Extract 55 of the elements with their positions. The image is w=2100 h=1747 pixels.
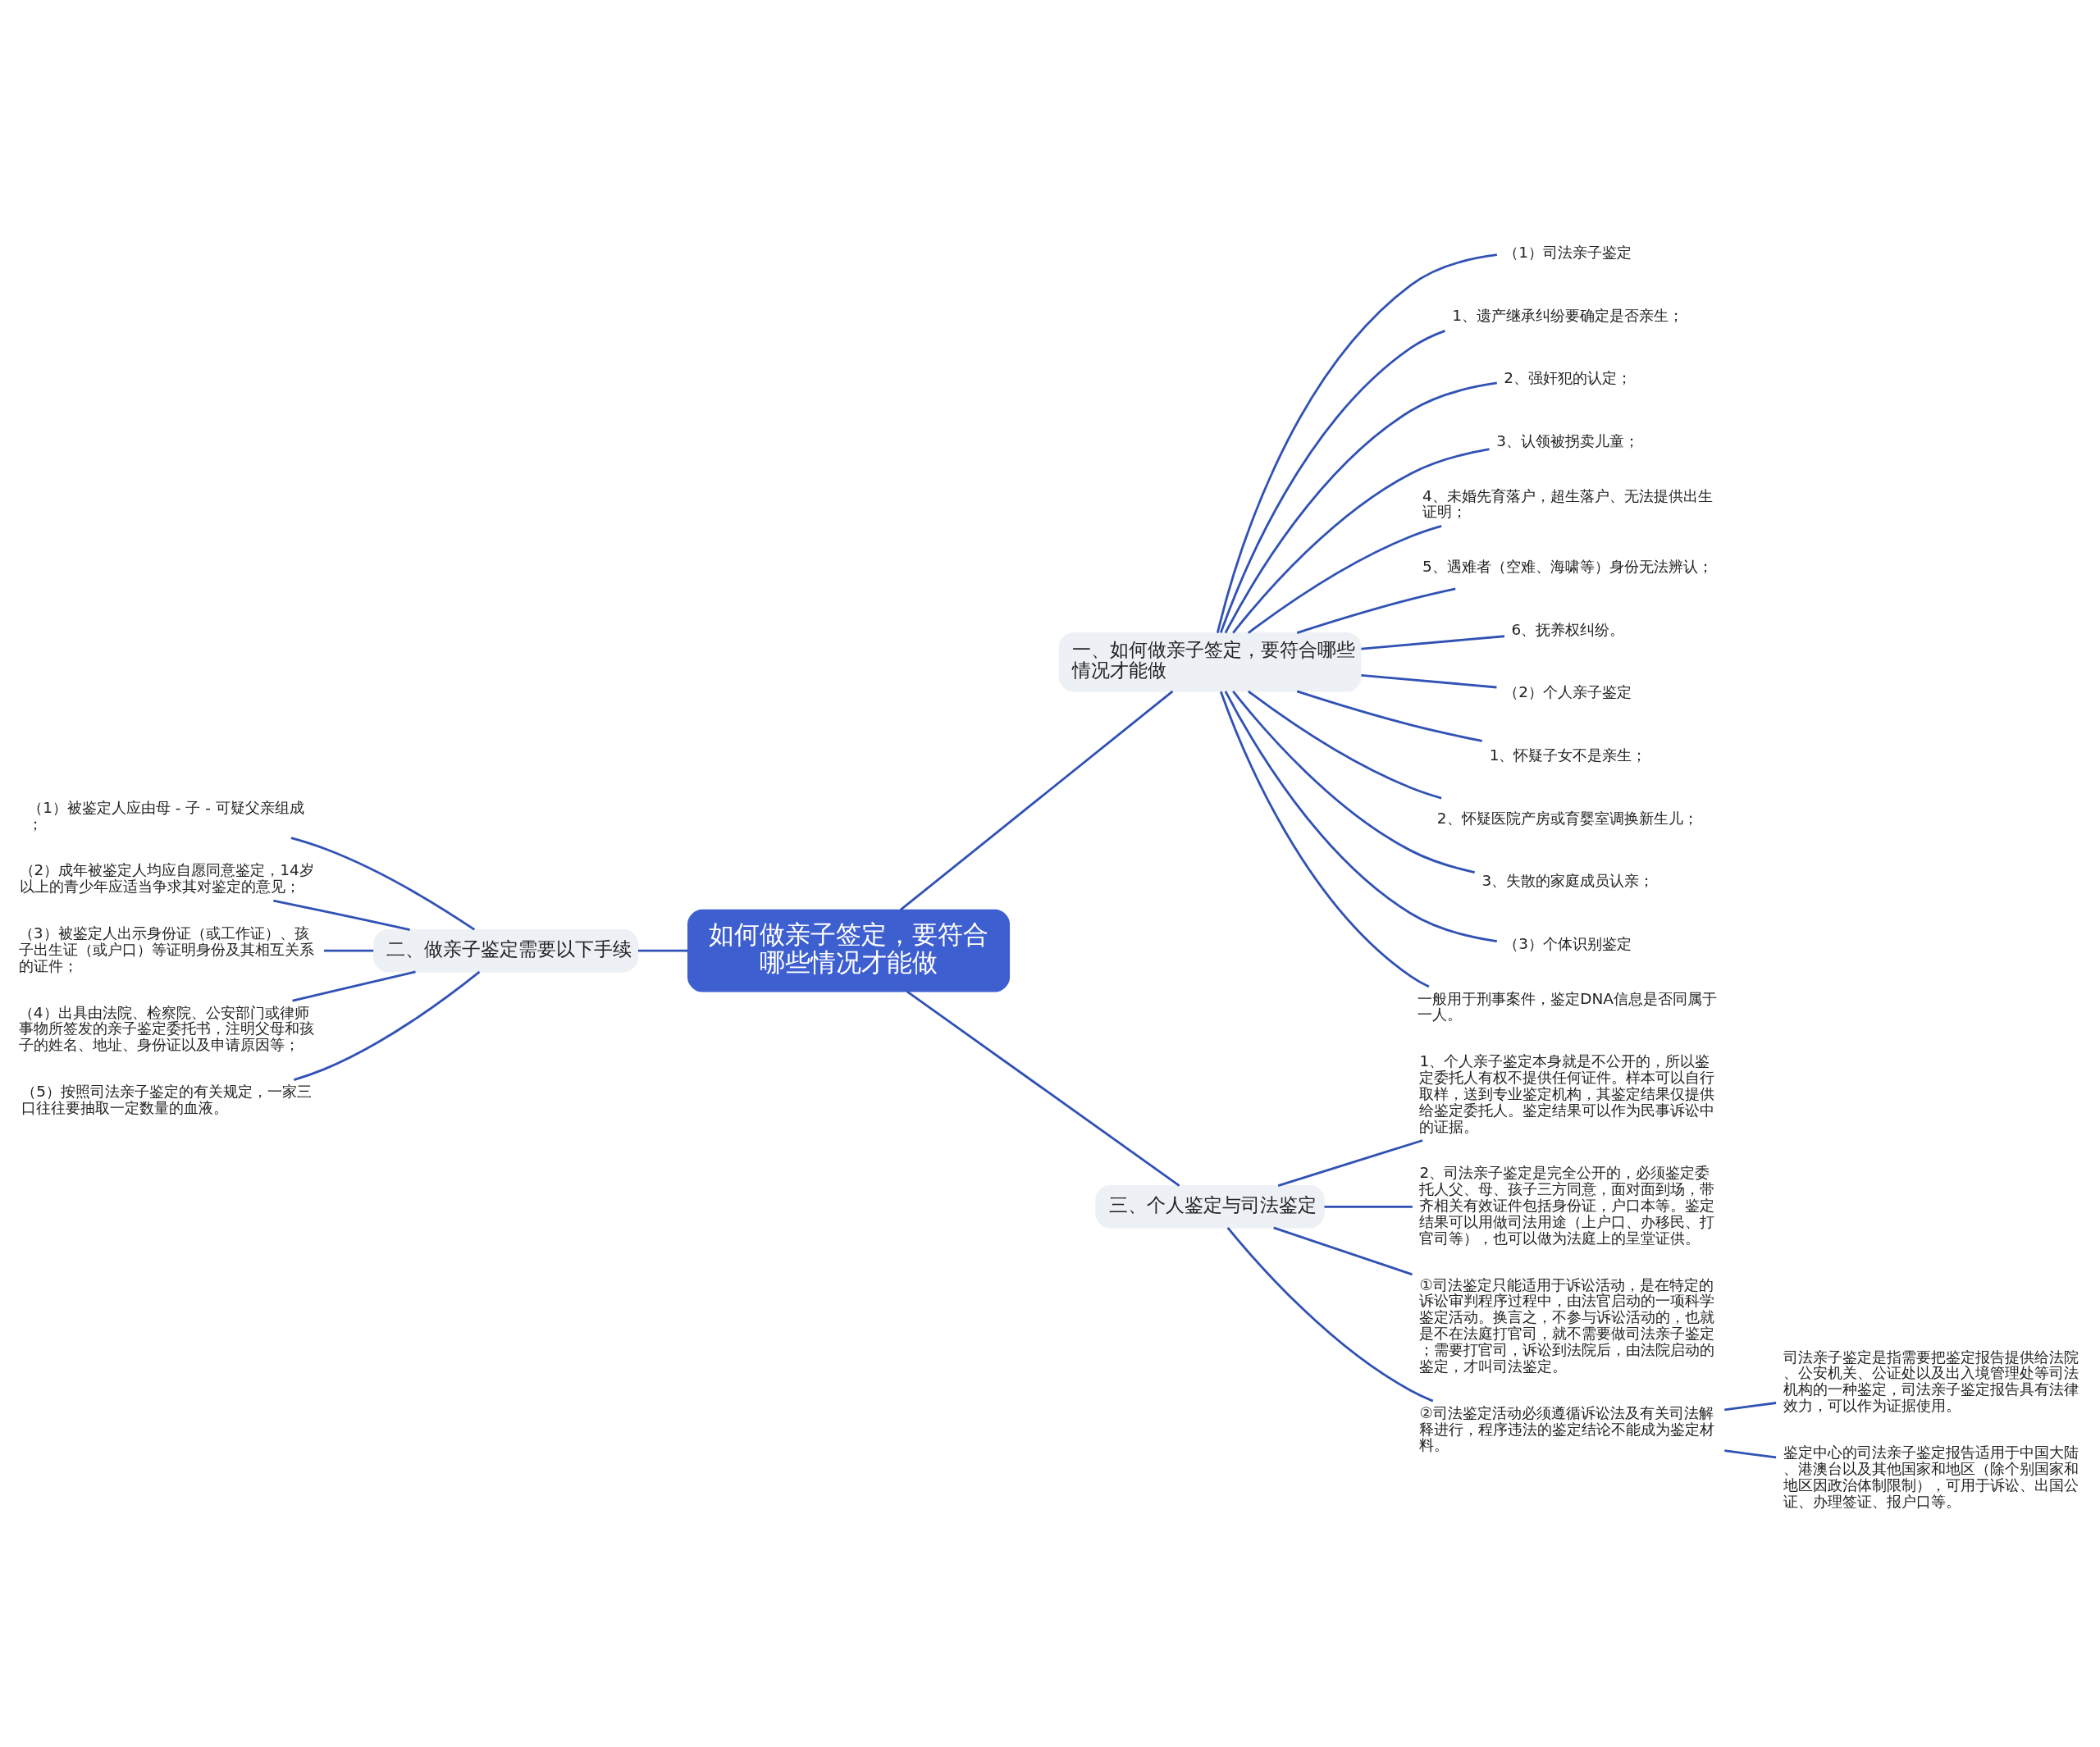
connector — [1724, 1448, 1777, 1458]
node-text: ①司法鉴定只能适用于诉讼活动，是在特定的诉讼审判程序过程中，由法官启动的一项科学鉴定活动。换言之，不参与诉讼活动的，也就是不在法庭打官司，就不需要做司法亲子鉴定；需要打官司，诉讼到法院后，由法院启动的鉴定，才叫司法鉴定。 — [1419, 1275, 1715, 1375]
connector — [273, 899, 410, 931]
node-text: 2、司法亲子鉴定是完全公开的，必须鉴定委托人父、母、孩子三方同意，面对面到场，带齐相关有效证件包括身份证，户口本等。鉴定结果可以用做司法用途（上户口、办移民、打官司等），也可以做为法庭上的呈堂证供。 — [1419, 1163, 1715, 1247]
connector — [637, 949, 688, 952]
connector — [1232, 690, 1475, 874]
connector — [1361, 673, 1497, 688]
connector — [1296, 586, 1456, 634]
node-box: 三、个人鉴定与司法鉴定 — [1095, 1184, 1325, 1229]
node-text: （1）被鉴定人应由母 - 子 - 可疑父亲组成； — [28, 798, 304, 832]
connector — [1277, 1138, 1423, 1187]
connector — [899, 690, 1174, 911]
node-box: 一、如何做亲子签定，要符合哪些情况才能做 — [1058, 632, 1362, 691]
node-text: 1、遗产继承纠纷要确定是否亲生； — [1452, 306, 1683, 324]
node-box: 如何做亲子签定，要符合哪些情况才能做 — [687, 909, 1011, 992]
connector — [290, 836, 476, 931]
connector — [293, 970, 481, 1081]
connector — [324, 949, 374, 952]
node-text: （5）按照司法亲子鉴定的有关规定，一家三口往往要抽取一定数量的血液。 — [21, 1082, 313, 1116]
node-text: 2、强奸犯的认定； — [1504, 368, 1632, 386]
node-text: 鉴定中心的司法亲子鉴定报告适用于中国大陆、港澳台以及其他国家和地区（除个别国家和地区因政治体制限制），可用于诉讼、出国公证、办理签证、报户口等。 — [1783, 1443, 2079, 1510]
node-text: 5、遇难者（空难、海啸等）身份无法辨认； — [1422, 557, 1713, 575]
node-text: 6、抚养权纠纷。 — [1511, 620, 1625, 638]
connector — [1324, 1205, 1413, 1208]
connector — [1273, 1226, 1413, 1275]
connector — [1724, 1401, 1777, 1411]
connector — [1361, 634, 1505, 650]
connector — [1296, 690, 1483, 742]
node-text: 司法亲子鉴定是指需要把鉴定报告提供给法院、公安机关、公证处以及出入境管理处等司法机构的一种鉴定，司法亲子鉴定报告具有法律效力，可以作为证据使用。 — [1783, 1348, 2079, 1414]
connector — [292, 969, 416, 1001]
node-box: 二、做亲子鉴定需要以下手续 — [372, 928, 639, 972]
node-text: （2）个人亲子鉴定 — [1504, 682, 1632, 700]
node-text: 4、未婚先育落户，超生落户、无法提供出生证明； — [1422, 486, 1713, 520]
connector — [1232, 447, 1490, 634]
connector — [1216, 253, 1498, 633]
node-text: （3）被鉴定人出示身份证（或工作证）、孩子出生证（或户口）等证明身份及其相互关系的证件； — [18, 924, 314, 974]
node-text: （4）出具由法院、检察院、公安部门或律师事物所签发的亲子鉴定委托书，注明父母和孩子的姓名、地址、身份证以及申请原因等； — [18, 1003, 314, 1053]
connector — [1226, 1226, 1434, 1402]
node-text: （3）个体识别鉴定 — [1504, 934, 1632, 952]
connector — [1247, 524, 1442, 634]
connector — [1224, 381, 1498, 633]
node-text: （2）成年被鉴定人均应自愿同意鉴定，14岁以上的青少年应适当争求其对鉴定的意见； — [19, 860, 314, 895]
node-text: 1、怀疑子女不是亲生； — [1489, 746, 1647, 764]
connector — [906, 990, 1180, 1187]
connector — [1219, 329, 1445, 633]
node-text: 2、怀疑医院产房或育婴室调换新生儿； — [1436, 809, 1698, 827]
connector — [1224, 690, 1498, 942]
connector — [1247, 690, 1442, 799]
node-text: ②司法鉴定活动必须遵循诉讼法及有关司法解释进行，程序违法的鉴定结论不能成为鉴定材料。 — [1419, 1403, 1715, 1453]
node-text: 1、个人亲子鉴定本身就是不公开的，所以鉴定委托人有权不提供任何证件。样本可以自行取样，送到专业鉴定机构，其鉴定结果仅提供给鉴定委托人。鉴定结果可以作为民事诉讼中的证据。 — [1419, 1051, 1715, 1135]
node-text: 3、认领被拐卖儿童； — [1496, 431, 1639, 449]
connector — [1219, 691, 1430, 988]
node-text: （1）司法亲子鉴定 — [1504, 243, 1632, 261]
node-text: 3、失散的家庭成员认亲； — [1481, 871, 1655, 889]
node-text: 一般用于刑事案件，鉴定DNA信息是否同属于一人。 — [1418, 989, 1717, 1023]
